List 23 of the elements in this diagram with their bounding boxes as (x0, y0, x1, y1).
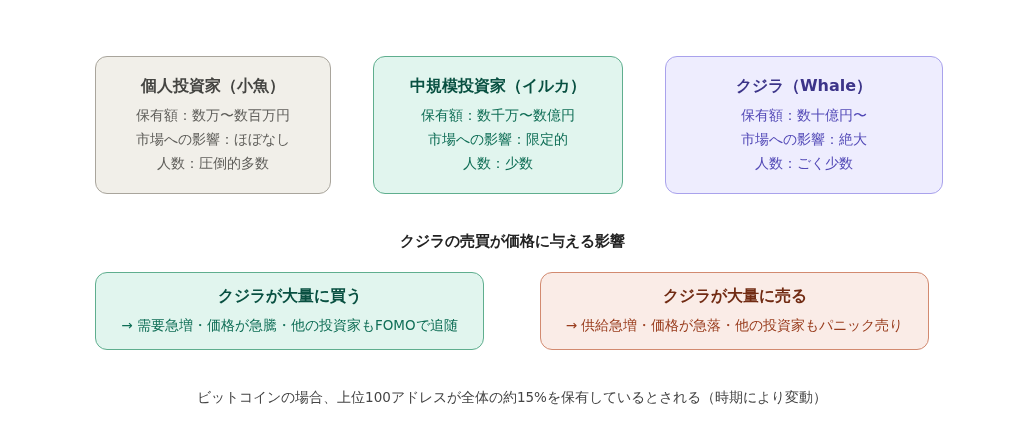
card (95, 272, 484, 350)
card-text: 人数：ごく少数 (755, 153, 853, 173)
card-heading: 個人投資家（小魚） (141, 75, 285, 97)
footnote: ビットコインの場合、上位100アドレスが全体の約15%を保有しているとされる（時期により変動） (197, 389, 827, 405)
card (665, 56, 943, 194)
card-text: 保有額：数千万〜数億円 (421, 105, 575, 125)
card-heading: クジラが大量に売る (662, 285, 807, 307)
card-heading: 中規模投資家（イルカ） (410, 75, 586, 97)
section-heading: クジラの売買が価格に与える影響 (399, 232, 625, 250)
card-heading: クジラが大量に買う (217, 285, 362, 307)
card-text: → 需要急増・価格が急騰・他の投資家もFOMOで追随 (121, 315, 458, 335)
card-text: 市場への影響：絶大 (741, 129, 867, 149)
card-text: → 供給急増・価格が急落・他の投資家もパニック売り (565, 315, 904, 335)
card-text: 市場への影響：ほぼなし (136, 129, 290, 149)
card (373, 56, 623, 194)
card-text: 人数：圧倒的多数 (157, 153, 269, 173)
card-text: 保有額：数万〜数百万円 (136, 105, 290, 125)
card (95, 56, 331, 194)
card-text: 市場への影響：限定的 (428, 129, 568, 149)
card-text: 人数：少数 (463, 153, 533, 173)
card (540, 272, 929, 350)
card-heading: クジラ（Whale） (735, 75, 873, 97)
card-text: 保有額：数十億円〜 (741, 105, 867, 125)
